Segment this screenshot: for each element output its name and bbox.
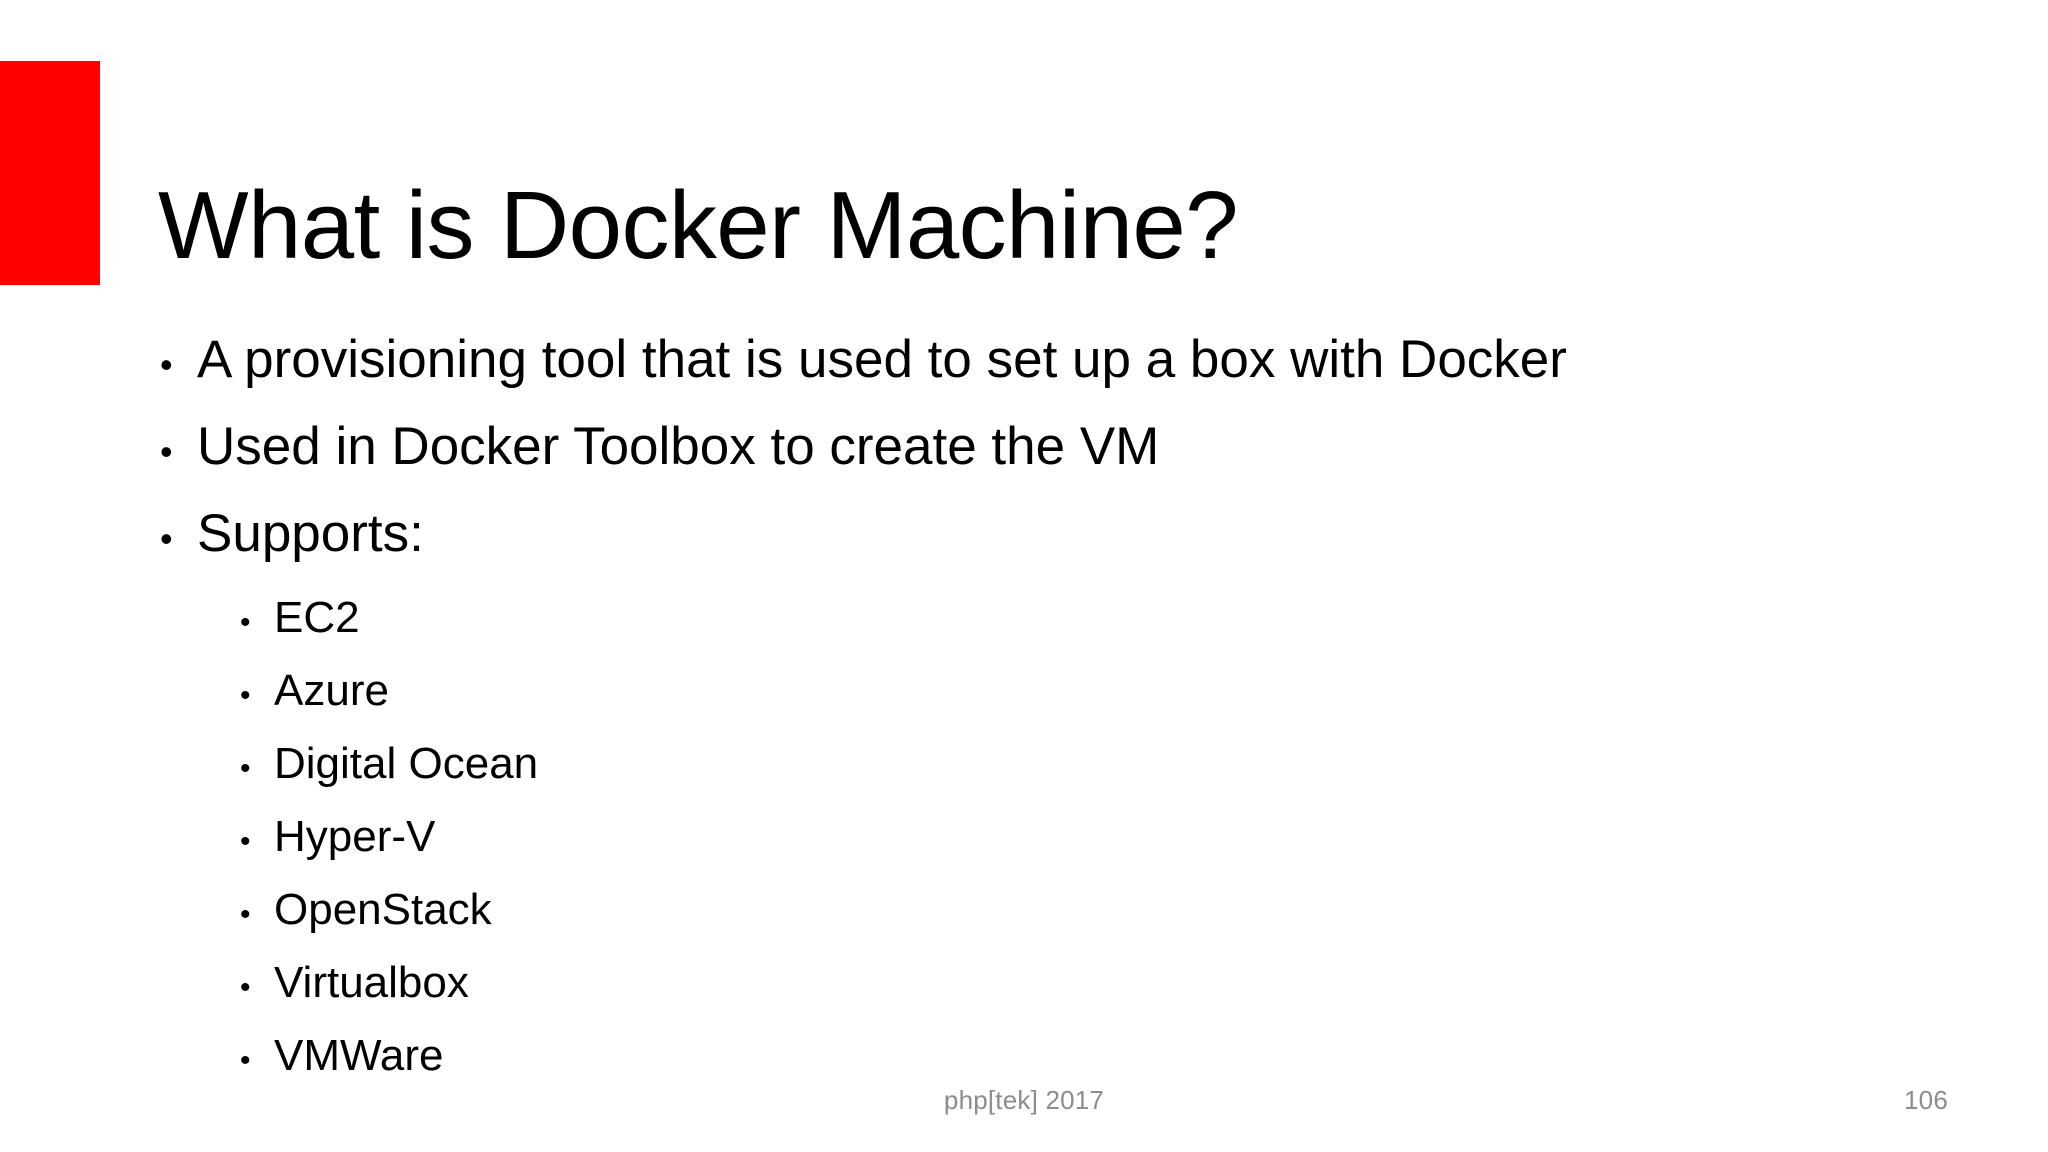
list-item: • A provisioning tool that is used to se… bbox=[0, 316, 2048, 403]
footer-conference-label: php[tek] 2017 bbox=[943, 1085, 1105, 1115]
bullet-marker-icon: • bbox=[240, 752, 251, 785]
list-item-label: Virtualbox bbox=[274, 958, 469, 1007]
bullet-marker-icon: • bbox=[240, 1044, 251, 1077]
list-item-label: Supports: bbox=[197, 504, 424, 563]
list-item-label: OpenStack bbox=[274, 885, 492, 934]
bullet-marker-icon: • bbox=[160, 344, 173, 385]
list-item-label: Hyper-V bbox=[274, 812, 436, 861]
page-title: What is Docker Machine? bbox=[158, 172, 1239, 280]
slide-body-content: • A provisioning tool that is used to se… bbox=[0, 316, 2048, 1092]
bullet-marker-icon: • bbox=[160, 431, 173, 472]
list-item: • Digital Ocean bbox=[0, 727, 2048, 800]
list-item-label: Azure bbox=[274, 666, 389, 715]
list-item-label: VMWare bbox=[274, 1031, 444, 1080]
list-item: • OpenStack bbox=[0, 873, 2048, 946]
bullet-marker-icon: • bbox=[240, 679, 251, 712]
supports-sublist: • EC2 • Azure • Digital Ocean • Hyper-V … bbox=[0, 581, 2048, 1092]
list-item: • EC2 bbox=[0, 581, 2048, 654]
list-item-label: Used in Docker Toolbox to create the VM bbox=[197, 417, 1160, 476]
list-item: • Supports: bbox=[0, 490, 2048, 577]
list-item-label: Digital Ocean bbox=[274, 739, 539, 788]
bullet-marker-icon: • bbox=[240, 825, 251, 858]
list-item-label: A provisioning tool that is used to set … bbox=[197, 330, 1567, 389]
bullet-marker-icon: • bbox=[240, 606, 251, 639]
list-item: • Virtualbox bbox=[0, 946, 2048, 1019]
red-accent-block bbox=[0, 61, 100, 285]
list-item: • Used in Docker Toolbox to create the V… bbox=[0, 403, 2048, 490]
list-item: • VMWare bbox=[0, 1019, 2048, 1092]
list-item-label: EC2 bbox=[274, 593, 360, 642]
page-number: 106 bbox=[1904, 1085, 1948, 1115]
bullet-marker-icon: • bbox=[240, 971, 251, 1004]
list-item: • Hyper-V bbox=[0, 800, 2048, 873]
list-item: • Azure bbox=[0, 654, 2048, 727]
bullet-marker-icon: • bbox=[240, 898, 251, 931]
bullet-marker-icon: • bbox=[160, 518, 173, 559]
